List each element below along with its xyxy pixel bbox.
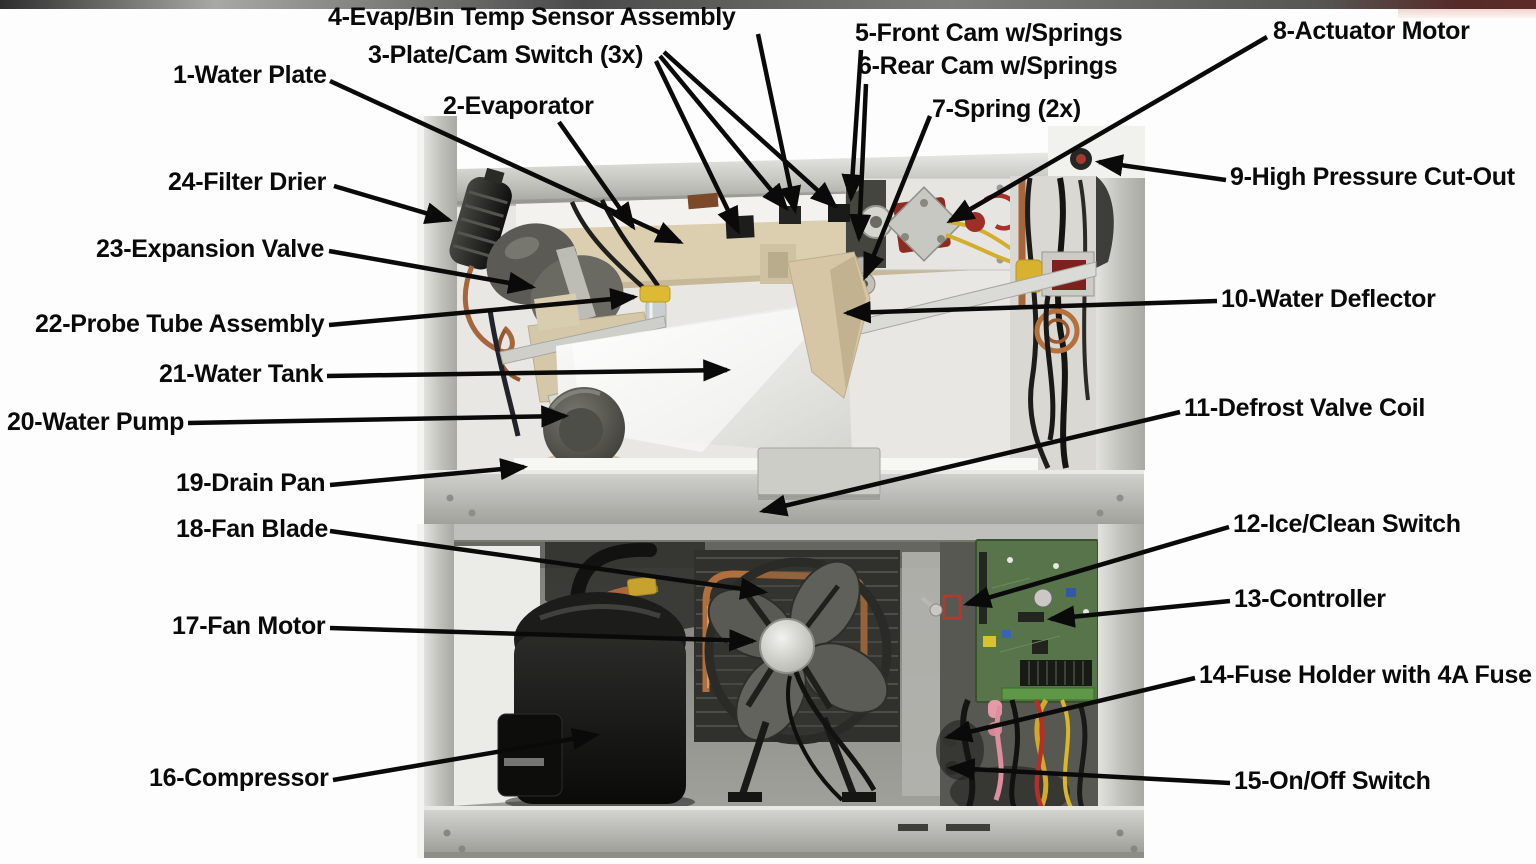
label-22-probe-tube-assembly: 22-Probe Tube Assembly xyxy=(35,310,325,338)
right-wiring-column xyxy=(1010,176,1096,470)
label-21-water-tank: 21-Water Tank xyxy=(159,360,324,388)
leader-line-2 xyxy=(557,120,636,231)
probe-tube-cap xyxy=(639,285,671,303)
leader-line-24 xyxy=(333,183,454,224)
photo-top-edge-pink xyxy=(1398,9,1536,18)
leader-line-10 xyxy=(842,298,1218,324)
left-frame-post-lower xyxy=(424,524,454,858)
leader-line-8 xyxy=(946,35,1269,224)
leader-line-9 xyxy=(1094,154,1227,183)
label-20-water-pump: 20-Water Pump xyxy=(7,408,185,436)
leader-line-19 xyxy=(329,458,529,488)
label-1-water-plate: 1-Water Plate xyxy=(173,61,327,89)
lower-compartment xyxy=(417,524,1144,858)
leader-line-22 xyxy=(328,288,639,328)
label-4-evap-bin-temp-sensor-assembly: 4-Evap/Bin Temp Sensor Assembly xyxy=(328,3,736,31)
leader-line-12 xyxy=(962,524,1230,609)
label-7-spring: 7-Spring (2x) xyxy=(932,95,1081,123)
upper-compartment xyxy=(417,116,1145,524)
label-16-compressor: 16-Compressor xyxy=(149,764,329,792)
label-8-actuator-motor: 8-Actuator Motor xyxy=(1273,17,1470,45)
label-14-fuse-holder-with-4a-fuse: 14-Fuse Holder with 4A Fuse xyxy=(1199,661,1532,689)
interior-divider-panel xyxy=(902,552,940,796)
label-15-on-off-switch: 15-On/Off Switch xyxy=(1234,767,1431,795)
compressor xyxy=(497,592,695,812)
label-6-rear-cam-w-springs: 6-Rear Cam w/Springs xyxy=(858,52,1118,80)
leader-line-15 xyxy=(946,758,1231,786)
yellow-wire xyxy=(945,233,1013,264)
leader-line-20 xyxy=(187,405,570,428)
leader-line-13 xyxy=(1046,598,1231,628)
label-18-fan-blade: 18-Fan Blade xyxy=(176,515,329,543)
controller-pcb xyxy=(975,539,1099,703)
leader-lines xyxy=(187,33,1269,786)
label-11-defrost-valve-coil: 11-Defrost Valve Coil xyxy=(1184,394,1426,422)
dark-cable xyxy=(487,309,521,437)
bottom-frame-rail xyxy=(424,806,1144,856)
copper-coil xyxy=(1034,308,1080,354)
leader-line-23 xyxy=(328,248,537,294)
label-12-ice-clean-switch: 12-Ice/Clean Switch xyxy=(1233,510,1461,538)
leader-line-4 xyxy=(755,33,802,215)
fan-motor-hub xyxy=(759,618,815,674)
label-9-high-pressure-cut-out: 9-High Pressure Cut-Out xyxy=(1230,163,1515,191)
label-2-evaporator: 2-Evaporator xyxy=(443,92,594,120)
photo-top-edge-strip xyxy=(0,0,1536,9)
leader-line-21 xyxy=(326,359,732,382)
high-pressure-cutout xyxy=(1070,148,1092,170)
label-19-drain-pan: 19-Drain Pan xyxy=(176,469,326,497)
copper-capillary xyxy=(462,265,515,355)
label-23-expansion-valve: 23-Expansion Valve xyxy=(96,235,325,263)
label-3-plate-cam-switch: 3-Plate/Cam Switch (3x) xyxy=(368,41,644,69)
brass-fitting xyxy=(626,576,658,597)
leader-line-5 xyxy=(841,49,864,203)
compressor-terminal-box xyxy=(497,713,563,797)
label-13-controller: 13-Controller xyxy=(1234,585,1386,613)
label-17-fan-motor: 17-Fan Motor xyxy=(172,612,326,640)
label-24-filter-drier: 24-Filter Drier xyxy=(168,168,327,196)
leader-line-18 xyxy=(329,528,769,600)
leader-line-11 xyxy=(758,409,1181,517)
left-frame-post-upper xyxy=(424,116,457,474)
leader-line-16 xyxy=(332,727,601,783)
leader-line-3a xyxy=(653,60,741,235)
leader-line-7 xyxy=(862,115,933,281)
ice-clean-switch xyxy=(920,594,962,620)
leader-line-17 xyxy=(329,625,758,652)
leader-line-3c xyxy=(662,50,839,209)
leader-line-3b xyxy=(658,54,789,212)
label-5-front-cam-w-springs: 5-Front Cam w/Springs xyxy=(855,19,1123,47)
label-10-water-deflector: 10-Water Deflector xyxy=(1221,285,1436,313)
leader-line-14 xyxy=(943,675,1196,743)
leader-line-6 xyxy=(848,83,872,243)
